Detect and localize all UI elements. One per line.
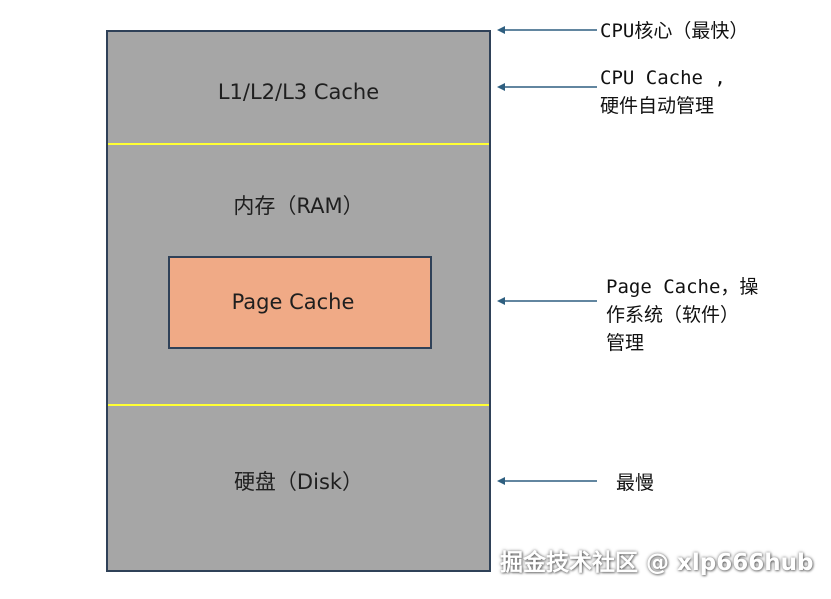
slowest-arrow <box>497 477 597 485</box>
slowest-note: 最慢 <box>616 472 655 494</box>
cpu-core-note: CPU核心（最快） <box>600 20 749 42</box>
memory-stack: L1/L2/L3 Cache 内存（RAM） Page Cache 硬盘（Dis… <box>106 30 491 572</box>
page-cache-label: Page Cache <box>231 290 355 314</box>
page-cache-arrow <box>497 297 597 305</box>
watermark: 掘金技术社区 @ xlp666hub <box>500 550 814 576</box>
cpu-cache-note-line1: CPU Cache , <box>600 67 726 89</box>
ram-layer-label: 内存（RAM） <box>233 194 364 218</box>
cpu-cache-note-line2: 硬件自动管理 <box>600 95 715 117</box>
cache-ram-divider <box>108 143 489 145</box>
page-cache-note-line1: Page Cache，操 <box>606 276 759 298</box>
cpu-cache-arrow <box>497 83 597 91</box>
ram-disk-divider <box>108 404 489 406</box>
disk-layer-label: 硬盘（Disk） <box>233 470 364 494</box>
cpu-core-arrow <box>497 26 597 34</box>
page-cache-note-line3: 管理 <box>606 332 645 354</box>
page-cache-box: Page Cache <box>168 256 432 349</box>
page-cache-note-line2: 作系统（软件） <box>606 304 740 326</box>
cache-layer-label: L1/L2/L3 Cache <box>217 80 380 104</box>
